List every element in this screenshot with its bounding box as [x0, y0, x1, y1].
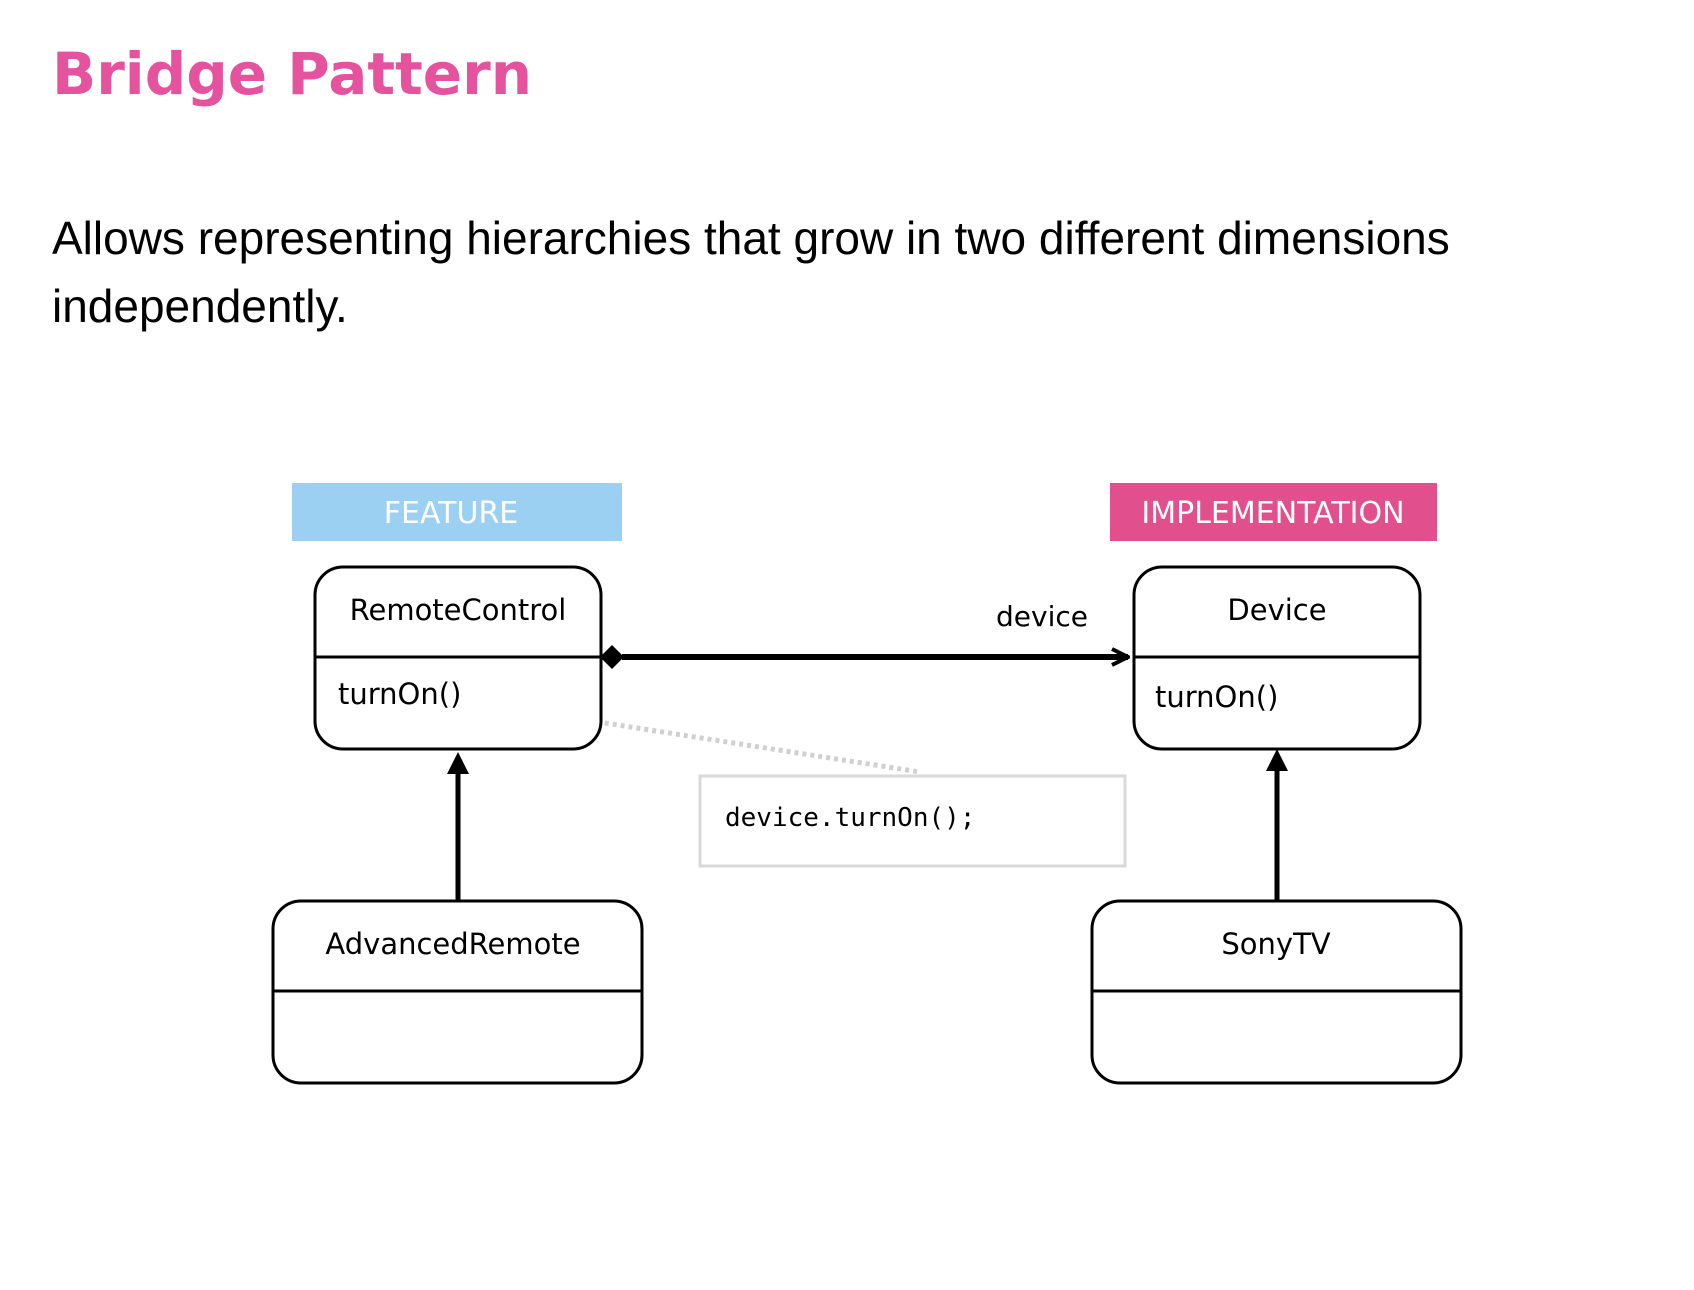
class-remote-control-name: RemoteControl [350, 593, 567, 627]
implementation-tag-label: IMPLEMENTATION [1141, 496, 1404, 531]
composition-diamond [600, 645, 624, 669]
page-title: Bridge Pattern [52, 40, 533, 108]
class-remote-control: RemoteControl turnOn() [313, 565, 603, 751]
code-note: device.turnOn(); [698, 774, 1127, 868]
code-note-box [698, 774, 1127, 868]
sony-tv-inheritance-arrowhead [1266, 749, 1288, 771]
advanced-remote-inheritance-arrowhead [447, 752, 469, 774]
feature-tag-label: FEATURE [384, 496, 519, 531]
class-device-name: Device [1227, 593, 1326, 627]
association-label: device [996, 600, 1088, 633]
class-device-method: turnOn() [1155, 680, 1278, 714]
feature-tag-background [292, 483, 622, 541]
class-device: Device turnOn() [1132, 565, 1422, 751]
class-advanced-remote: AdvancedRemote [271, 899, 644, 1085]
class-sony-tv-name: SonyTV [1221, 927, 1330, 961]
code-note-text: device.turnOn(); [725, 803, 975, 833]
class-advanced-remote-name: AdvancedRemote [325, 927, 580, 961]
page-description: Allows representing hierarchies that gro… [52, 212, 1450, 332]
note-connector [501, 704, 921, 775]
feature-tag: FEATURE [292, 483, 622, 541]
implementation-tag-background [1110, 483, 1437, 541]
class-sony-tv: SonyTV [1090, 899, 1463, 1085]
implementation-tag: IMPLEMENTATION [1110, 483, 1437, 541]
class-remote-control-method: turnOn() [338, 677, 461, 711]
